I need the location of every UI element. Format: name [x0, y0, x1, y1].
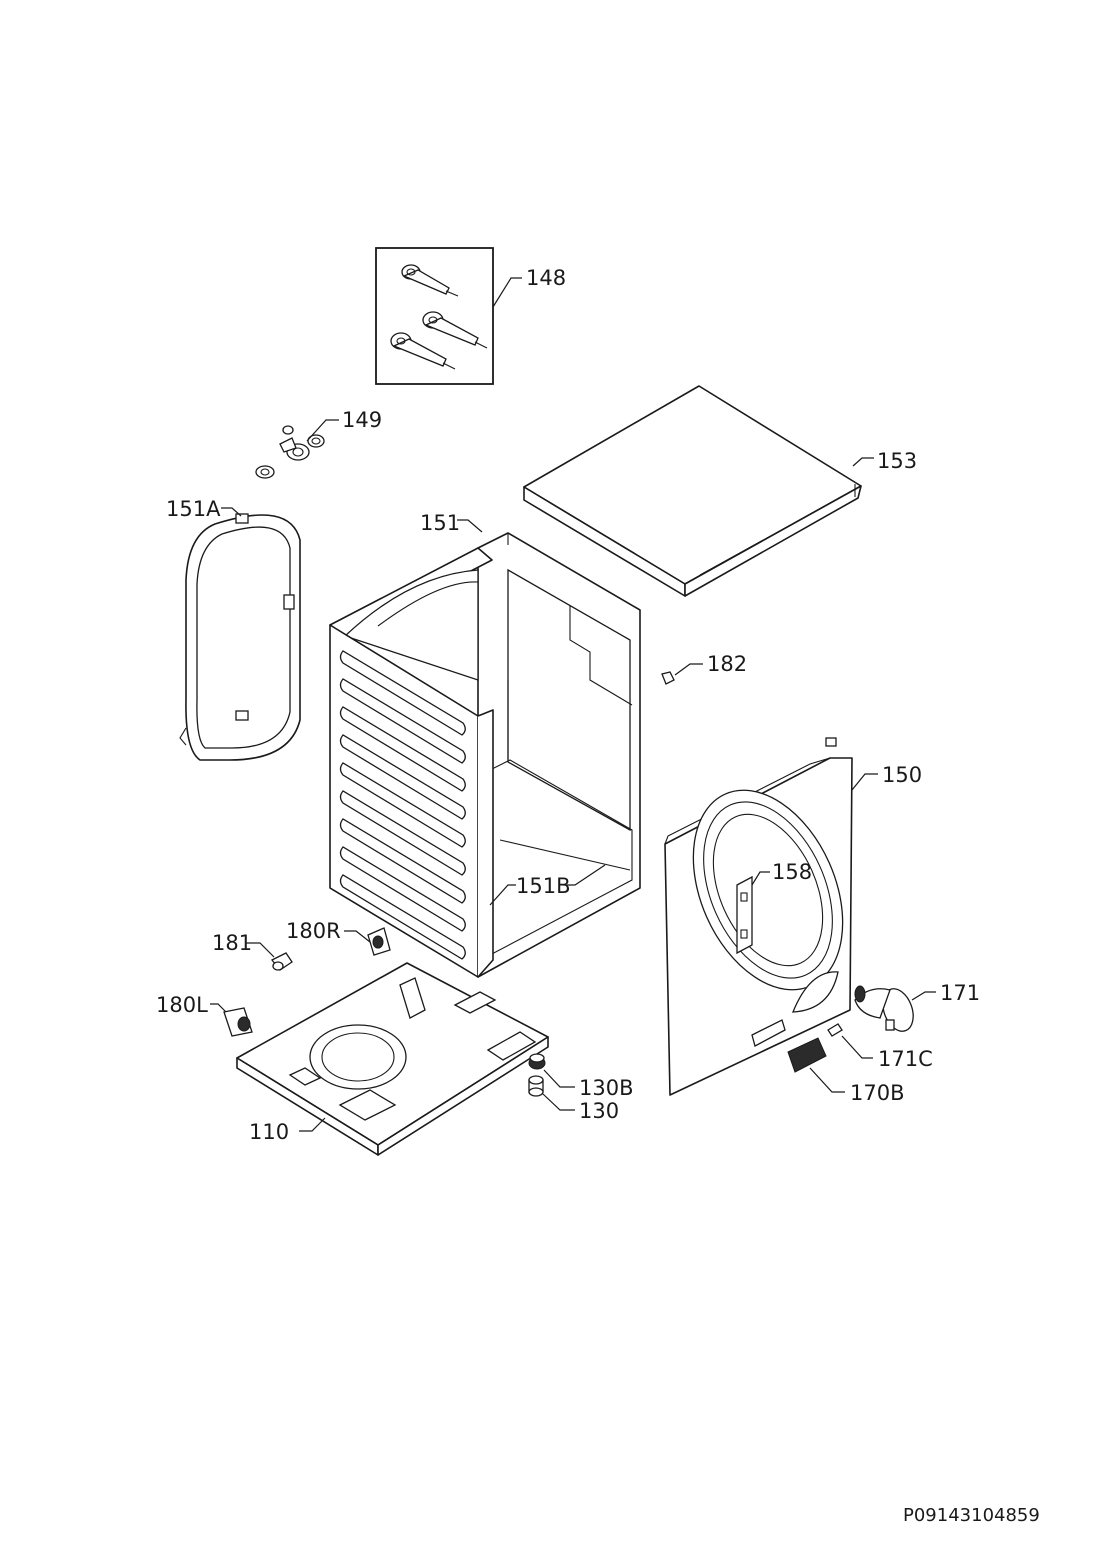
part-181-latch	[246, 942, 293, 971]
labels: 148 149 153 151A 151 182 150 158 151B 18…	[156, 266, 980, 1144]
label-171: 171	[940, 981, 980, 1005]
label-151: 151	[420, 511, 460, 535]
part-171-drain-cover	[854, 985, 936, 1032]
part-130-feet	[528, 1053, 575, 1111]
label-150: 150	[882, 763, 922, 787]
label-153: 153	[877, 449, 917, 473]
part-171C-pin	[827, 1023, 873, 1059]
label-180L: 180L	[156, 993, 208, 1017]
part-158-hinge-plate	[736, 871, 770, 955]
label-148: 148	[526, 266, 566, 290]
part-149-caps	[255, 419, 339, 479]
part-151B-bracket	[489, 864, 606, 906]
label-149: 149	[342, 408, 382, 432]
label-182: 182	[707, 652, 747, 676]
label-130: 130	[579, 1099, 619, 1123]
part-182-clip	[661, 663, 703, 685]
part-170B-filter-flap	[787, 1037, 845, 1093]
label-130B: 130B	[579, 1076, 634, 1100]
part-180L-hook	[210, 1003, 253, 1037]
drawing-code: P09143104859	[903, 1505, 1040, 1526]
part-148-transit-bolts	[375, 247, 522, 385]
part-150-front-panel	[664, 737, 878, 1096]
part-110-base	[236, 962, 549, 1156]
label-110: 110	[249, 1120, 289, 1144]
label-151B: 151B	[516, 874, 571, 898]
label-170B: 170B	[850, 1081, 905, 1105]
part-151A-seal-frame	[179, 507, 301, 761]
label-180R: 180R	[286, 919, 341, 943]
part-151-cabinet	[329, 519, 641, 978]
label-181: 181	[212, 931, 252, 955]
part-180R-hook	[344, 927, 391, 956]
part-153-top-cover	[523, 385, 874, 597]
label-171C: 171C	[878, 1047, 933, 1071]
label-158: 158	[772, 860, 812, 884]
label-151A: 151A	[166, 497, 221, 521]
cabinet-side-ribs	[339, 650, 466, 960]
